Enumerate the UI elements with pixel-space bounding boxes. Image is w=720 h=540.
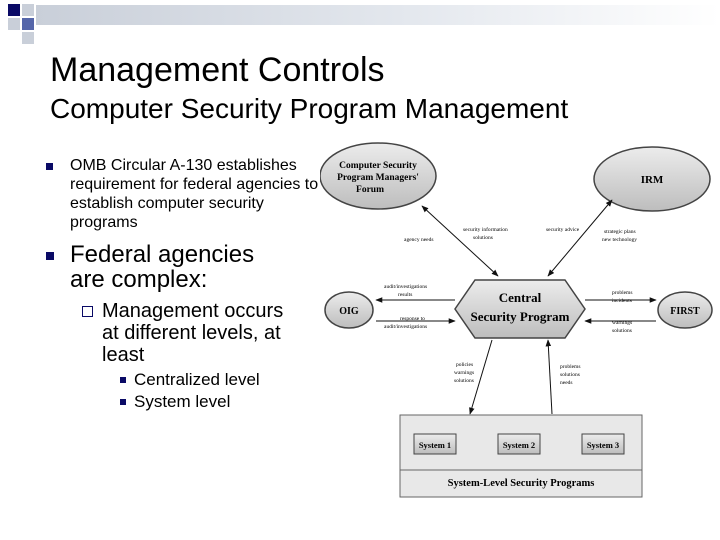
- bullet-list: OMB Circular A-130 establishes requireme…: [40, 156, 330, 412]
- bullet-text-line: at different levels, at: [102, 322, 281, 344]
- arrow-label: audit/investigations: [384, 324, 427, 330]
- forum-label: Forum: [356, 185, 384, 195]
- slide-title: Management Controls: [50, 51, 385, 89]
- system-level-label: System-Level Security Programs: [448, 478, 595, 489]
- bullet-text-line: Federal agencies: [70, 241, 255, 268]
- deco-square: [8, 4, 20, 16]
- arrow-label: policies: [456, 362, 473, 368]
- arrow-label: incidents: [612, 298, 632, 304]
- arrow-label: security advice: [546, 227, 580, 233]
- deco-square: [8, 18, 20, 30]
- arrow-label: response to: [400, 316, 425, 322]
- system-2-node: System 2: [497, 433, 541, 455]
- deco-square: [22, 18, 34, 30]
- forum-node: Computer Security Program Managers' Foru…: [320, 142, 437, 210]
- arrow-label: problems: [560, 364, 580, 370]
- system-3-node: System 3: [581, 433, 625, 455]
- arrow-label: new technology: [602, 237, 637, 243]
- header-bar: [36, 5, 720, 25]
- forum-label: Program Managers': [337, 173, 419, 183]
- arrow: [469, 339, 493, 415]
- hollow-square-bullet-icon: [82, 306, 93, 317]
- central-label: Central: [499, 290, 542, 305]
- arrow-label: warnings: [612, 320, 632, 326]
- square-bullet-icon: [46, 163, 53, 170]
- central-program-node: Central Security Program: [454, 279, 586, 339]
- bullet-text: System level: [134, 392, 231, 411]
- system-label: System 3: [587, 440, 619, 450]
- irm-label: IRM: [641, 174, 664, 186]
- arrow-label: security information: [463, 226, 508, 233]
- slide-subtitle: Computer Security Program Management: [50, 93, 569, 124]
- bullet-text-line: least: [102, 344, 145, 366]
- arrow: [545, 339, 553, 415]
- arrow-label: needs: [560, 380, 573, 386]
- square-bullet-icon: [120, 377, 126, 383]
- system-1-node: System 1: [413, 433, 457, 455]
- first-label: FIRST: [670, 306, 700, 317]
- bullet-text: OMB Circular A-130 establishes requireme…: [70, 157, 319, 231]
- connector-arrows: [375, 199, 657, 415]
- arrow-label: solutions: [473, 235, 493, 241]
- first-node: FIRST: [657, 291, 713, 329]
- bullet-text-line: Management occurs: [102, 300, 284, 322]
- arrow-label: solutions: [612, 328, 632, 334]
- square-bullet-icon: [46, 252, 54, 260]
- arrow-label: problems: [612, 290, 632, 296]
- sub-bullet-item: Management occurs at different levels, a…: [40, 300, 330, 366]
- system-label: System 1: [419, 440, 451, 450]
- sub-sub-bullet-item: Centralized level: [40, 370, 330, 390]
- arrow-label: agency needs: [404, 237, 433, 243]
- arrow: [421, 205, 499, 277]
- sub-sub-bullet-item: System level: [40, 392, 330, 412]
- system-level-container: System 1 System 2 System 3 System-Level …: [399, 414, 643, 498]
- square-bullet-icon: [120, 399, 126, 405]
- arrow-label: warnings: [454, 370, 474, 376]
- deco-square: [22, 32, 34, 44]
- system-label: System 2: [503, 440, 535, 450]
- central-label: Security Program: [470, 309, 569, 324]
- arrow-label: solutions: [560, 372, 580, 378]
- bullet-item: Federal agencies are complex:: [40, 242, 330, 292]
- forum-label: Computer Security: [339, 161, 417, 171]
- arrow-label: audit/investigations: [384, 284, 427, 290]
- arrow-label: solutions: [454, 378, 474, 384]
- oig-label: OIG: [339, 306, 359, 317]
- arrow-labels: agency needs security information soluti…: [384, 226, 637, 386]
- bullet-text-line: are complex:: [70, 266, 208, 293]
- bullet-item: OMB Circular A-130 establishes requireme…: [40, 156, 330, 232]
- security-program-diagram: Computer Security Program Managers' Foru…: [320, 142, 713, 498]
- irm-node: IRM: [593, 146, 711, 212]
- oig-node: OIG: [324, 291, 374, 329]
- arrow-label: results: [398, 292, 412, 298]
- arrow-label: strategic plans: [604, 229, 636, 235]
- bullet-text: Centralized level: [134, 370, 260, 389]
- deco-square: [22, 4, 34, 16]
- arrow: [547, 199, 613, 277]
